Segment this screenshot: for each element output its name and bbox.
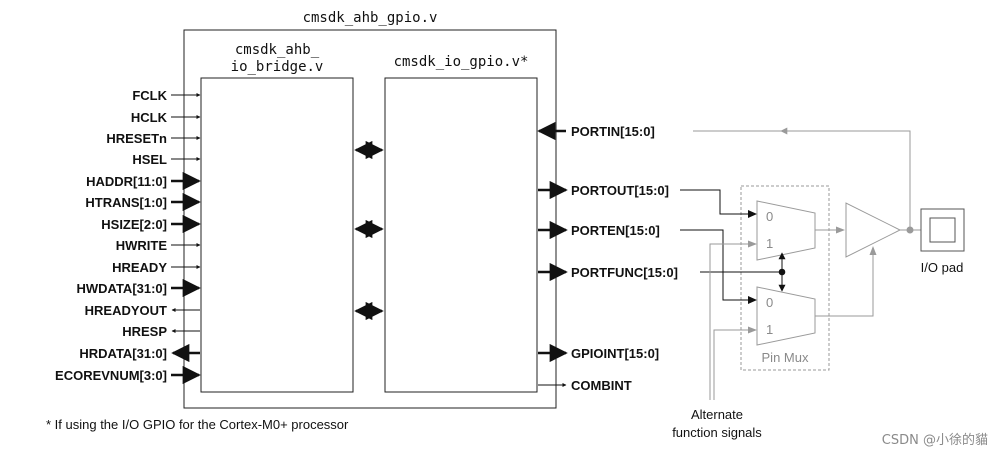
mux2-output-arrowhead xyxy=(869,246,877,255)
signal-hclk-label: HCLK xyxy=(131,110,168,125)
pin-mux-region xyxy=(740,185,830,371)
signal-hsel-label: HSEL xyxy=(132,152,167,167)
io-pad-inner xyxy=(929,217,956,243)
signal-gpioint-label: GPIOINT[15:0] xyxy=(571,346,659,361)
signal-portout-label: PORTOUT[15:0] xyxy=(571,183,669,198)
pin-mux-label: Pin Mux xyxy=(762,350,809,365)
signal-portfunc-label: PORTFUNC[15:0] xyxy=(571,265,678,280)
signal-portin-label: PORTIN[15:0] xyxy=(571,124,655,139)
pad-junction-dot xyxy=(906,226,914,234)
alternate-route-to-mux1 xyxy=(709,243,749,400)
signal-hresp-label: HRESP xyxy=(122,324,167,339)
signal-fclk-label: FCLK xyxy=(132,88,167,103)
signal-hresetn-label: HRESETn xyxy=(106,131,167,146)
alternate-mux2-arrowhead xyxy=(748,326,757,334)
portout-route-arrowhead xyxy=(748,210,757,218)
signal-haddr-label: HADDR[11:0] xyxy=(86,174,167,189)
signal-hsize-label: HSIZE[2:0] xyxy=(101,217,167,232)
io-gpio-box xyxy=(384,77,538,393)
mux2-input0-label: 0 xyxy=(766,295,773,310)
tristate-buffer xyxy=(845,202,902,258)
io-pad-label: I/O pad xyxy=(921,260,964,275)
signal-combint-label: COMBINT xyxy=(571,378,632,393)
io-bridge-title-line1: cmsdk_ahb_ xyxy=(235,42,320,58)
left-signal-group: FCLK HCLK HRESETn HSEL HADDR[11:0] HTRAN… xyxy=(55,88,201,385)
right-signal-group: PORTIN[15:0] PORTOUT[15:0] PORTEN[15:0] … xyxy=(537,121,678,393)
mux2-input1-label: 1 xyxy=(766,322,773,337)
alternate-signals-label-line1: Alternate xyxy=(691,407,743,422)
signal-hwdata-label: HWDATA[31:0] xyxy=(76,281,167,296)
io-bridge-box xyxy=(200,77,354,393)
signal-ecorevnum-label: ECOREVNUM[3:0] xyxy=(55,368,167,383)
pin-mux-output-select xyxy=(756,200,816,261)
io-gpio-title: cmsdk_io_gpio.v* xyxy=(394,54,529,70)
mux1-input1-label: 1 xyxy=(766,236,773,251)
porten-route-arrowhead xyxy=(748,296,757,304)
ahb-gpio-module-title: cmsdk_ahb_gpio.v xyxy=(303,10,438,26)
mux2-output-wire xyxy=(815,253,874,317)
signal-hreadyout-label: HREADYOUT xyxy=(85,303,167,318)
alternate-mux1-arrowhead xyxy=(748,240,757,248)
signal-porten-label: PORTEN[15:0] xyxy=(571,223,660,238)
mux1-output-arrowhead xyxy=(836,226,845,234)
signal-hready-label: HREADY xyxy=(112,260,167,275)
watermark: CSDN @小徐的貓 xyxy=(882,432,988,448)
signal-hrdata-label: HRDATA[31:0] xyxy=(79,346,167,361)
portin-feedback-wire xyxy=(792,130,911,229)
alternate-route-to-mux2 xyxy=(713,329,749,400)
mux1-input0-label: 0 xyxy=(766,209,773,224)
footnote: * If using the I/O GPIO for the Cortex-M… xyxy=(46,417,349,432)
alternate-signals-label-line2: function signals xyxy=(672,425,762,440)
pin-mux-enable-select xyxy=(756,286,816,346)
porten-route xyxy=(680,229,748,301)
signal-hwrite-label: HWRITE xyxy=(116,238,168,253)
signal-htrans-label: HTRANS[1:0] xyxy=(85,195,167,210)
portout-route xyxy=(680,189,748,215)
io-bridge-title-line2: io_bridge.v xyxy=(231,59,324,75)
